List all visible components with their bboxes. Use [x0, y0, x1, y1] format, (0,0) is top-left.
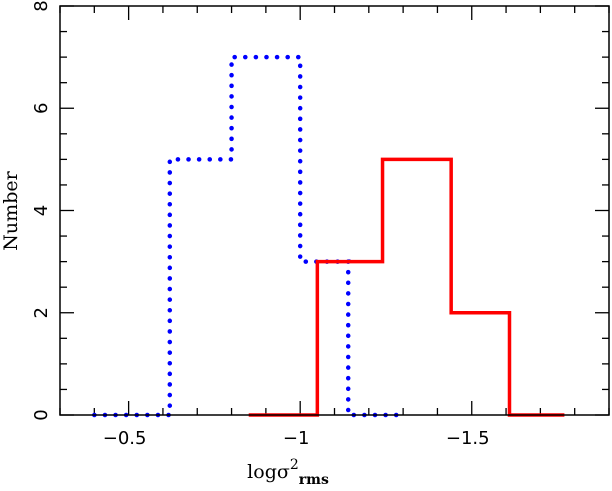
plot-frame	[59, 5, 610, 416]
y-axis-label: Number	[0, 170, 22, 250]
x-axis-label-sup: 2	[290, 457, 299, 473]
histogram-blue-dotted	[92, 54, 399, 418]
y-tick-label: 0	[31, 409, 52, 420]
series-group	[92, 54, 565, 418]
x-axis-label-sub: rms	[299, 472, 329, 488]
y-tick-label: 6	[31, 103, 52, 114]
x-tick-label: −1.5	[446, 428, 490, 449]
histogram-red-solid	[248, 157, 565, 417]
y-tick-label: 4	[31, 205, 52, 216]
x-tick-label: −0.5	[103, 428, 147, 449]
tick-labels: −0.5 −1 −1.5 0 2 4 6 8	[31, 0, 490, 449]
x-tick-label: −1	[283, 428, 310, 449]
x-axis-label: logσ2rms	[247, 457, 329, 488]
ticks	[59, 5, 610, 416]
y-tick-label: 2	[31, 307, 52, 318]
y-tick-label: 8	[31, 0, 52, 11]
x-axis-label-base: logσ	[247, 461, 290, 483]
